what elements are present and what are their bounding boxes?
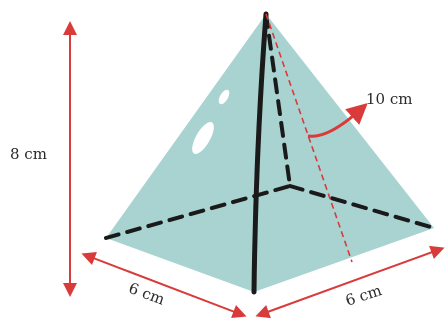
base-left-arrow <box>81 251 247 319</box>
base-right-label: 6 cm <box>343 281 384 310</box>
hidden-edge-back-right <box>288 184 436 230</box>
base-right-arrow <box>255 245 445 319</box>
hidden-edge-apex-back <box>264 12 292 188</box>
face-highlight-large <box>192 122 214 154</box>
slant-height-label: 10 cm <box>366 90 412 108</box>
front-edge <box>251 11 269 295</box>
height-label: 8 cm <box>10 145 47 163</box>
pyramid-left-face <box>106 14 266 292</box>
hidden-edge-back-left <box>104 184 292 240</box>
curved-arrow-icon <box>307 102 368 138</box>
face-highlight-small <box>218 89 230 105</box>
slant-height-line <box>265 13 353 263</box>
pyramid-right-face <box>254 14 434 292</box>
